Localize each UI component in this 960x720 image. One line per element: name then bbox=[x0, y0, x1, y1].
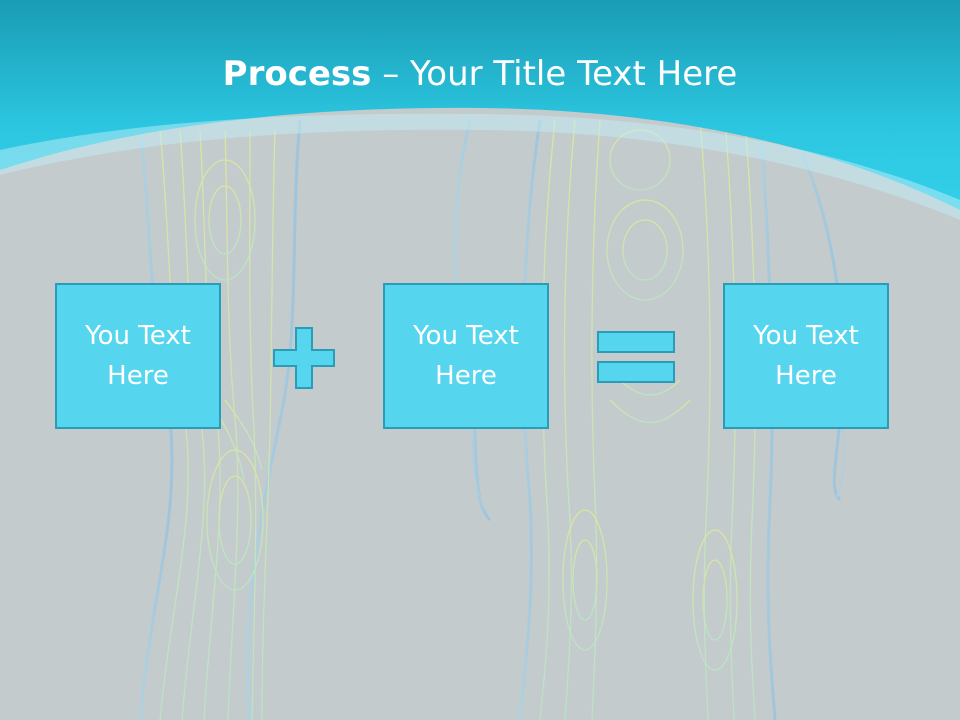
plus-icon bbox=[273, 327, 335, 389]
equals-icon bbox=[597, 331, 675, 383]
process-box-1[interactable]: You Text Here bbox=[55, 283, 221, 429]
process-box-3[interactable]: You Text Here bbox=[723, 283, 889, 429]
slide-title[interactable]: Process – Your Title Text Here bbox=[0, 50, 960, 98]
process-box-2-text: You Text Here bbox=[413, 321, 519, 391]
process-box-2[interactable]: You Text Here bbox=[383, 283, 549, 429]
process-box-3-text: You Text Here bbox=[753, 321, 859, 391]
header-band bbox=[0, 0, 960, 220]
process-box-1-text: You Text Here bbox=[85, 321, 191, 391]
title-separator: – bbox=[371, 54, 411, 94]
title-rest: Your Title Text Here bbox=[410, 54, 738, 94]
title-bold: Process bbox=[222, 54, 372, 94]
